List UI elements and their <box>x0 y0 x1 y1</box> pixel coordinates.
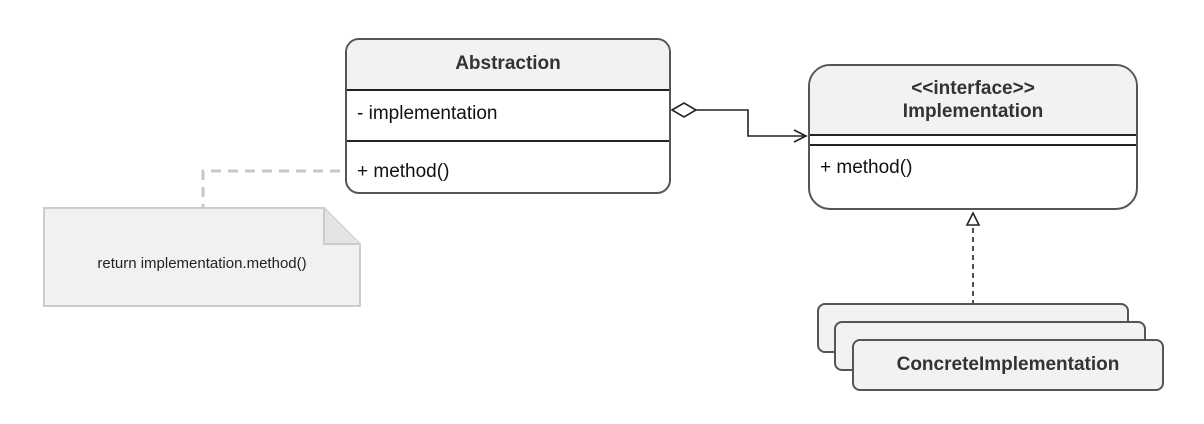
abstraction-method: + method() <box>357 161 450 182</box>
note-shape <box>43 207 361 307</box>
note-link <box>201 169 340 208</box>
note-fold <box>323 208 360 245</box>
implementation-title: Implementation <box>902 101 1044 122</box>
implementation-header: <<interface>> Implementation <box>810 66 1136 136</box>
realization-triangle <box>965 211 981 226</box>
concrete-implementation-title: ConcreteImplementation <box>896 354 1120 375</box>
abstraction-class-title: Abstraction <box>347 40 669 91</box>
implementation-attributes-section <box>810 136 1136 146</box>
aggregation-diamond <box>670 102 698 118</box>
aggregation-line <box>696 109 804 137</box>
abstraction-field: - implementation <box>347 91 669 142</box>
abstraction-class[interactable]: Abstraction - implementation + method() <box>345 38 671 194</box>
concrete-implementation-class[interactable]: ConcreteImplementation <box>852 339 1164 391</box>
implementation-interface[interactable]: <<interface>> Implementation + method() <box>808 64 1138 210</box>
implementation-stereotype: <<interface>> <box>911 78 1035 99</box>
implementation-method: + method() <box>820 157 913 178</box>
aggregation-arrowhead <box>793 129 808 143</box>
note-text: return implementation.method() <box>97 255 307 272</box>
